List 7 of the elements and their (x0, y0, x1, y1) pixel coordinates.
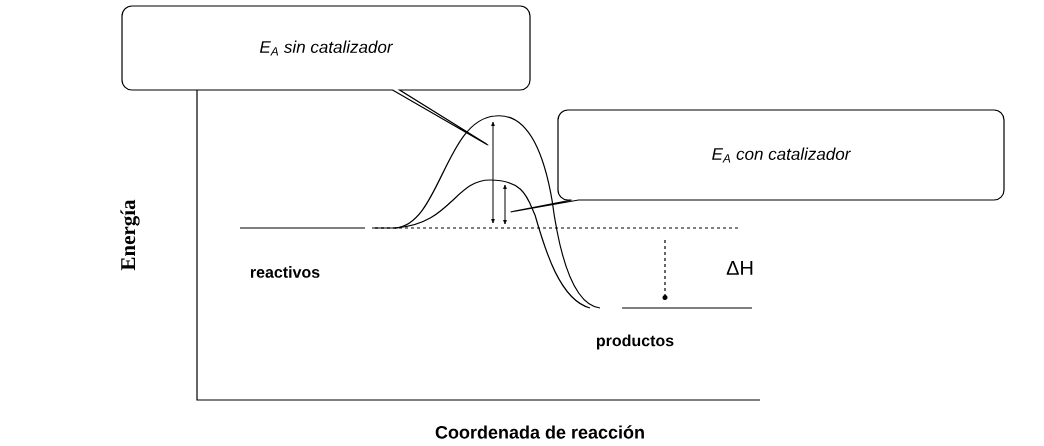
axis-title: Energía (120, 199, 140, 271)
speech-bubble: E$_{A}$ sin catalizador (121, 5, 531, 146)
level-label: productos (596, 334, 674, 350)
axis-title: Coordenada de reacción (435, 425, 644, 439)
speech-bubble: E$_{A}$ con catalizador (510, 109, 1005, 213)
enthalpy-label: ΔH (726, 261, 753, 275)
level-label: reactivos (250, 266, 320, 278)
